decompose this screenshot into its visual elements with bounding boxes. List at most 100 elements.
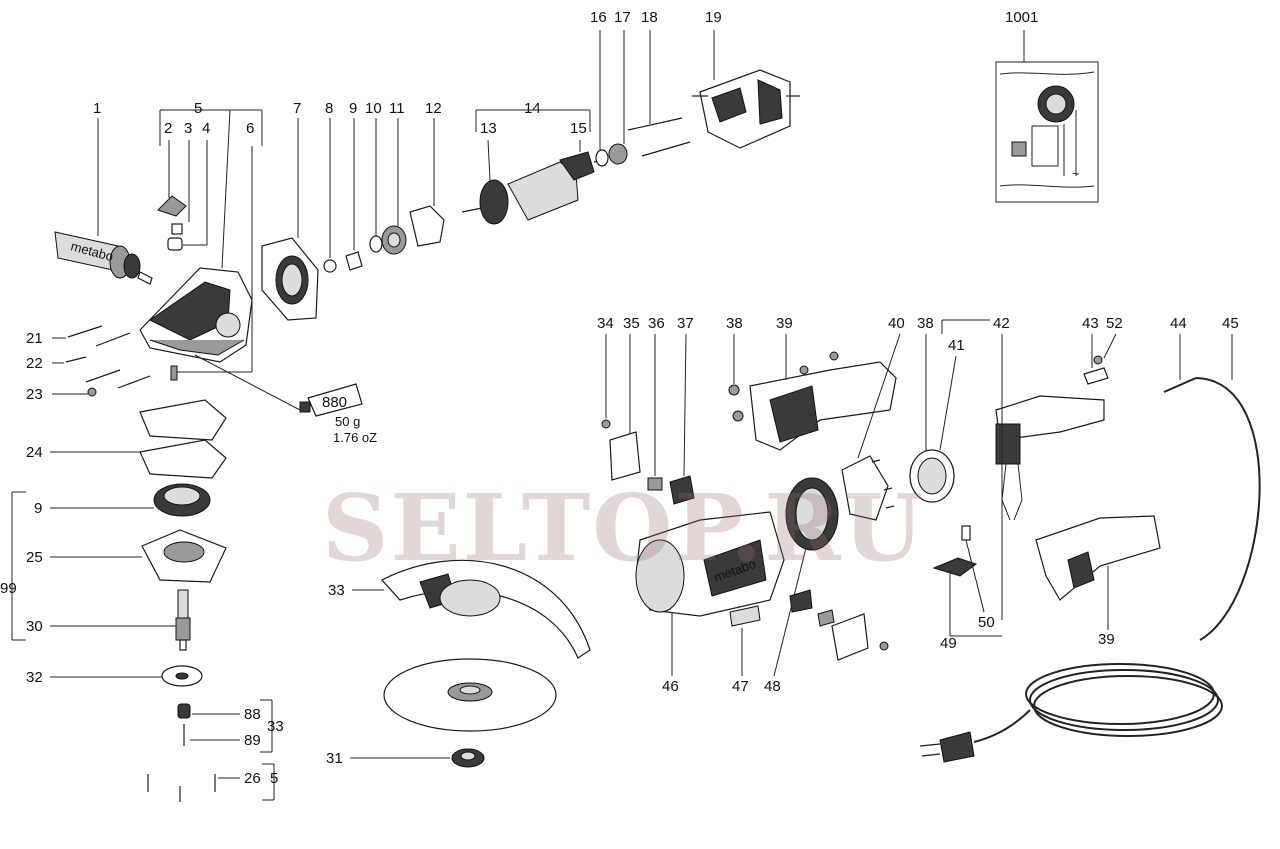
stator-ring — [785, 477, 839, 551]
spring-50 — [961, 525, 971, 541]
bracket-42 — [941, 319, 1003, 620]
callout-23: 23 — [26, 386, 43, 403]
bearing-16 — [595, 149, 609, 167]
callout-17: 17 — [614, 9, 631, 26]
nut-8 — [323, 259, 337, 273]
callout-30: 30 — [26, 618, 43, 635]
callout-3: 3 — [184, 120, 192, 137]
gear-housing — [139, 267, 253, 363]
callout-14: 14 — [524, 100, 541, 117]
clamping-nut — [451, 748, 485, 768]
callout-89: 89 — [244, 732, 261, 749]
callout-12: 12 — [425, 100, 442, 117]
callout-52: 52 — [1106, 315, 1123, 332]
bracket-99 — [11, 491, 26, 641]
lock-button-49 — [932, 557, 978, 577]
callout-50: 50 — [978, 614, 995, 631]
callout-38: 38 — [726, 315, 743, 332]
callout-45: 45 — [1222, 315, 1239, 332]
washer-9 — [345, 251, 363, 271]
ring-32 — [161, 665, 203, 687]
callout-44: 44 — [1170, 315, 1187, 332]
wiring-schematic-box: ~ — [995, 30, 1099, 203]
screws-21-23 — [65, 325, 151, 397]
bearing-17 — [608, 143, 628, 165]
grease-weight-oz: 1.76 oZ — [333, 430, 377, 445]
callout-36: 36 — [648, 315, 665, 332]
callout-6: 6 — [246, 120, 254, 137]
field-coil-stator — [692, 69, 800, 149]
gaskets-24 — [139, 399, 227, 479]
callout-1: 1 — [93, 100, 101, 117]
callout-99: 99 — [0, 580, 17, 597]
callout-18: 18 — [641, 9, 658, 26]
callout-43: 43 — [1082, 315, 1099, 332]
screws-18 — [627, 117, 691, 157]
callout-39: 39 — [776, 315, 793, 332]
rear-housing — [749, 351, 897, 451]
callout-40: 40 — [888, 315, 905, 332]
callout-9-top: 9 — [349, 100, 357, 117]
bevel-gear — [153, 483, 211, 517]
callout-88: 88 — [244, 706, 261, 723]
screws-38 — [728, 384, 744, 422]
callout-9-left: 9 — [34, 500, 42, 517]
callout-10: 10 — [365, 100, 382, 117]
callout-8: 8 — [325, 100, 333, 117]
wheel-guard — [381, 559, 591, 659]
screws-26 — [147, 774, 216, 802]
pin-part — [170, 365, 178, 381]
bracket-5 — [159, 109, 263, 269]
carbon-brush-36 — [647, 477, 663, 491]
callout-47: 47 — [732, 678, 749, 695]
callout-46: 46 — [662, 678, 679, 695]
callout-33-small: 33 — [267, 718, 284, 735]
callout-48: 48 — [764, 678, 781, 695]
callout-22: 22 — [26, 355, 43, 372]
label-47 — [729, 605, 761, 627]
callout-5: 5 — [194, 100, 202, 117]
screw-34 — [601, 419, 611, 429]
cable-clamp-43 — [1083, 367, 1109, 385]
callout-37: 37 — [677, 315, 694, 332]
sleeve-88 — [177, 703, 191, 719]
callout-35: 35 — [623, 315, 640, 332]
callout-16: 16 — [590, 9, 607, 26]
rear-handle — [1035, 515, 1161, 601]
callout-25: 25 — [26, 549, 43, 566]
screw-52 — [1093, 355, 1103, 365]
callout-4: 4 — [202, 120, 210, 137]
power-cord — [919, 377, 1261, 763]
sleeve-part — [167, 237, 183, 251]
plate-40 — [841, 455, 889, 521]
callout-7: 7 — [293, 100, 301, 117]
spindle — [175, 589, 191, 651]
grinding-disc — [383, 658, 557, 732]
spring-part — [171, 223, 183, 235]
callout-26: 26 — [244, 770, 261, 787]
callout-38-right: 38 — [917, 315, 934, 332]
screws-38b — [871, 459, 895, 509]
callout-15: 15 — [570, 120, 587, 137]
armature — [461, 151, 605, 225]
callout-39-handle: 39 — [1098, 631, 1115, 648]
callout-33: 33 — [328, 582, 345, 599]
callout-1001: 1001 — [1005, 9, 1038, 26]
brush-parts-lower — [789, 589, 889, 661]
brush-cover-35 — [609, 431, 641, 481]
watermark: SELTOP.RU — [322, 474, 925, 582]
motor-housing: metabo — [635, 511, 785, 617]
callout-labels: 1 2 3 4 5 6 7 8 9 10 11 12 14 13 15 16 1… — [0, 9, 1239, 787]
callout-21: 21 — [26, 330, 43, 347]
callout-2: 2 — [164, 120, 172, 137]
bracket-14 — [475, 109, 591, 132]
grease-label: 880 — [322, 394, 347, 411]
bearing-11 — [381, 225, 407, 255]
callout-32: 32 — [26, 669, 43, 686]
switch-unit — [995, 395, 1105, 521]
retainer-12 — [409, 205, 445, 247]
callout-24: 24 — [26, 444, 43, 461]
brush-holder-37 — [669, 475, 695, 505]
callout-42: 42 — [993, 315, 1010, 332]
